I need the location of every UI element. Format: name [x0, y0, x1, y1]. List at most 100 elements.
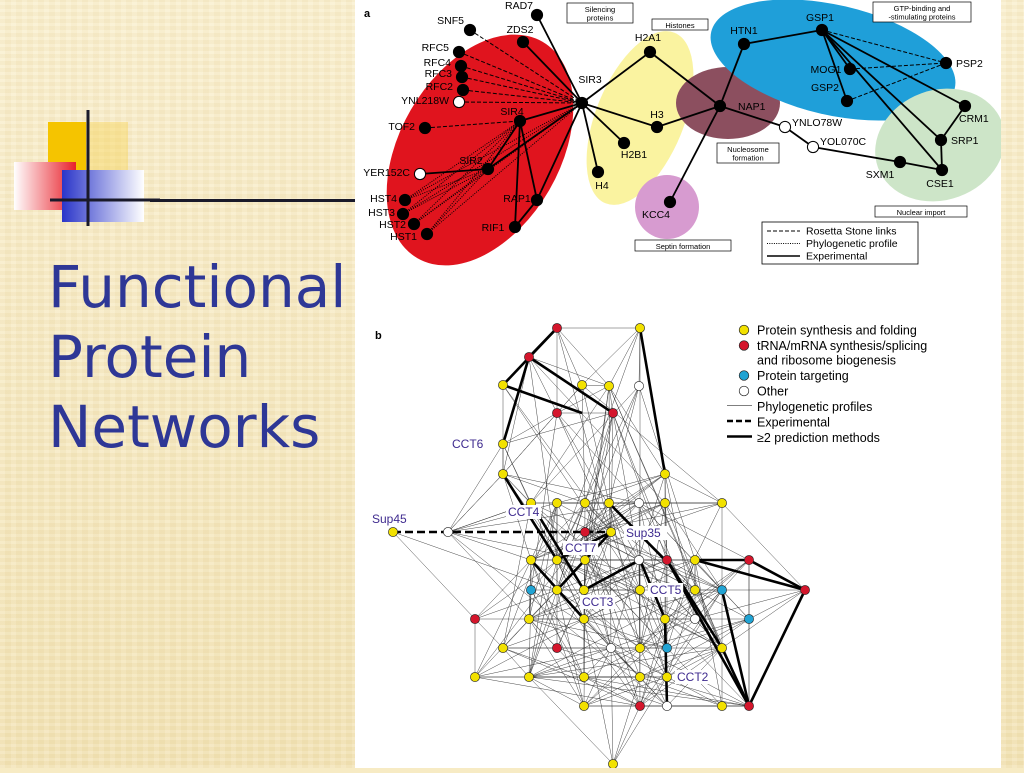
- node-targeting: [744, 614, 754, 624]
- edge-phylogenetic: [583, 647, 641, 678]
- legend-a-rosetta-stone-links: Rosetta Stone links: [806, 226, 896, 238]
- link-hst3-sir4: [402, 120, 521, 215]
- edge-phylogenetic: [584, 502, 723, 533]
- edge-phylogenetic: [502, 502, 532, 649]
- edge-phylogenetic: [528, 618, 585, 707]
- link-sir3-sir2: [487, 102, 583, 170]
- node-label-gsp2: GSP2: [811, 82, 839, 94]
- edge-phylogenetic: [612, 676, 641, 765]
- node-trna: [744, 555, 754, 565]
- link-gsp1-crm1: [821, 29, 966, 107]
- node-label-ynlo78w: YNLO78W: [792, 117, 842, 129]
- node-protein-synthesis: [690, 555, 700, 565]
- edge-multi-method: [638, 327, 667, 475]
- node-protein-synthesis: [388, 527, 398, 537]
- node-label-srp1: SRP1: [951, 135, 979, 147]
- box-label-histones: Histones: [665, 21, 694, 30]
- node-protein-synthesis: [662, 672, 672, 682]
- link-sir3-h3: [581, 102, 658, 128]
- edge-phylogenetic: [608, 385, 666, 475]
- edge-phylogenetic: [447, 443, 504, 533]
- node-rif1: [508, 220, 522, 234]
- link-tof2-sir4: [424, 120, 521, 129]
- edge-phylogenetic: [584, 412, 614, 533]
- link-hst1-sir2: [426, 168, 489, 235]
- link-sir4-rap1: [519, 120, 538, 201]
- link-h3-nap1: [656, 105, 721, 128]
- legend-a-phylogenetic-profile: Phylogenetic profile: [806, 238, 898, 250]
- cluster-silencing: [386, 34, 574, 266]
- edge-phylogenetic: [474, 589, 558, 620]
- node-rfc3: [455, 70, 469, 84]
- node-targeting: [662, 643, 672, 653]
- edge-phylogenetic: [528, 502, 558, 620]
- edge-phylogenetic: [502, 473, 640, 504]
- node-trna: [580, 527, 590, 537]
- node-label-tof2: TOF2: [388, 121, 415, 133]
- node-label-mog1: MOG1: [811, 64, 842, 76]
- edge-phylogenetic: [447, 531, 532, 561]
- edge-phylogenetic: [556, 327, 583, 386]
- edge-phylogenetic: [610, 412, 614, 533]
- link-snf5-sir3: [469, 29, 583, 104]
- edge-phylogenetic: [528, 356, 610, 387]
- node-protein-synthesis: [717, 643, 727, 653]
- node-nap1: [713, 99, 727, 113]
- named-node-cct3: CCT3: [582, 595, 614, 609]
- box-nucleosome-formation: [716, 142, 780, 164]
- edge-phylogenetic: [666, 618, 696, 649]
- edge-phylogenetic: [502, 384, 641, 591]
- node-label-gsp1: GSP1: [806, 12, 834, 24]
- edge-phylogenetic: [612, 676, 668, 765]
- link-yol070c-sxm1: [812, 146, 901, 163]
- box-nuclear-import: [874, 205, 968, 218]
- panel-b-label: b: [375, 330, 382, 342]
- node-sir2: [481, 162, 495, 176]
- named-node-box-cct3: [580, 595, 616, 609]
- node-other: [443, 527, 453, 537]
- node-protein-synthesis: [579, 672, 589, 682]
- node-yol070c: [806, 140, 820, 154]
- node-snf5: [463, 23, 477, 37]
- node-label-rfc5: RFC5: [422, 42, 450, 54]
- edge-multi-method: [502, 383, 583, 415]
- node-protein-synthesis: [552, 555, 562, 565]
- node-label-cse1: CSE1: [926, 178, 954, 190]
- edge-phylogenetic: [639, 559, 696, 707]
- node-protein-synthesis: [498, 439, 508, 449]
- named-node-box-cct4: [506, 505, 542, 519]
- edge-multi-method: [747, 589, 807, 707]
- edge-phylogenetic: [502, 384, 612, 533]
- node-htn1: [737, 37, 751, 51]
- edge-phylogenetic: [610, 618, 696, 649]
- node-protein-synthesis: [635, 672, 645, 682]
- legend-b-trna-mrna-synthesis-splicing-marker: [738, 340, 750, 351]
- link-hst2-sir4: [413, 120, 521, 225]
- node-protein-synthesis: [580, 555, 590, 565]
- legend-b-phylogenetic-profiles: Phylogenetic profiles: [757, 400, 872, 414]
- node-h4: [591, 165, 605, 179]
- link-sir3-rap1: [536, 102, 583, 201]
- legend-b-protein-synthesis-and-folding-marker: [738, 324, 750, 336]
- edge-multi-method: [694, 558, 806, 592]
- node-protein-synthesis: [579, 614, 589, 624]
- node-yer152c: [413, 167, 427, 181]
- link-hst2-sir2: [413, 168, 489, 225]
- node-zds2: [516, 35, 530, 49]
- link-hst1-sir4: [426, 120, 521, 235]
- edge-phylogenetic: [474, 589, 558, 678]
- link-nap1-htn1: [719, 43, 745, 107]
- link-rfc4-sir3: [460, 65, 583, 104]
- node-trna: [552, 323, 562, 333]
- node-protein-synthesis: [498, 643, 508, 653]
- cluster-histones: [586, 31, 694, 205]
- node-gsp1: [815, 23, 829, 37]
- legend-b-protein-targeting: Protein targeting: [757, 369, 849, 383]
- node-label-yol070c: YOL070C: [820, 136, 867, 148]
- title-rule: [150, 199, 360, 202]
- node-trna: [608, 408, 618, 418]
- edge-multi-method: [583, 558, 641, 592]
